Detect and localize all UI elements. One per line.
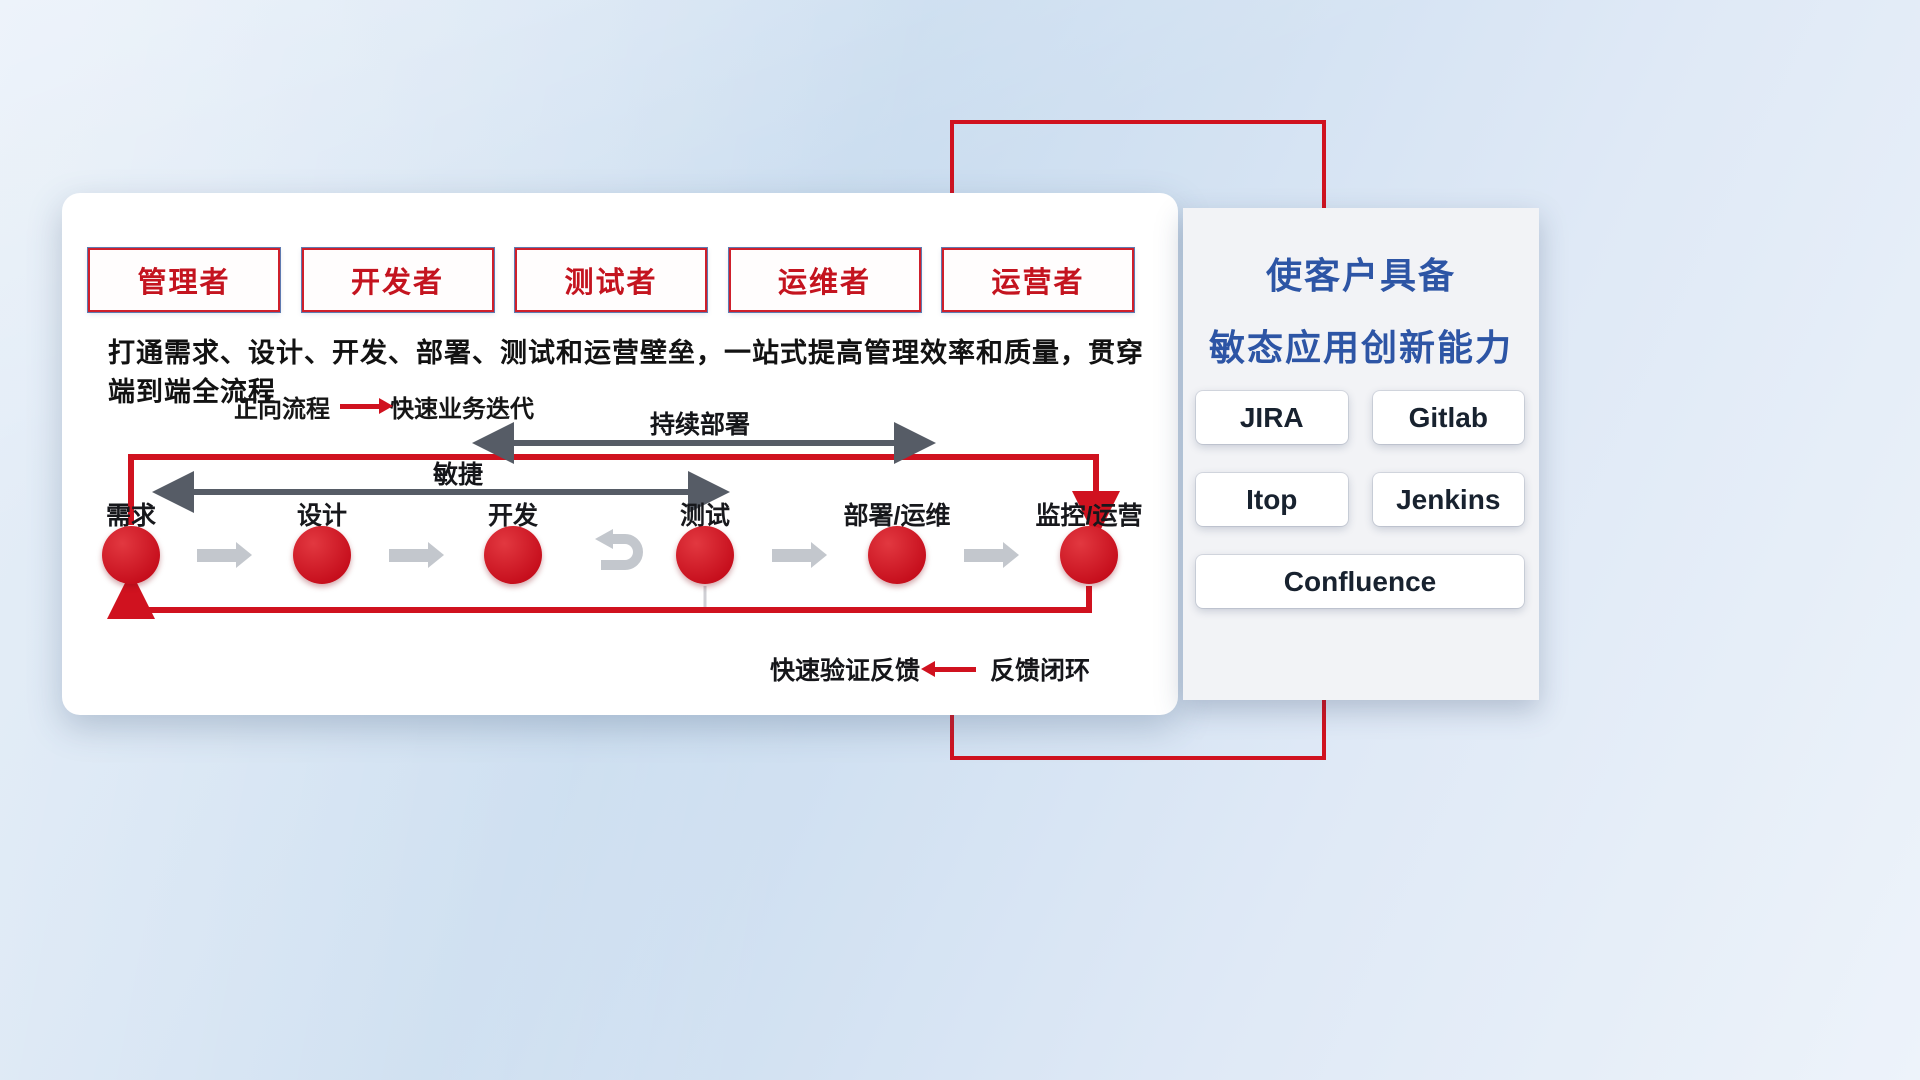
tool-card-itop: Itop	[1196, 473, 1348, 526]
role-row: 管理者 开发者 测试者 运维者 运营者	[88, 248, 1134, 312]
red-right-arrow-icon	[340, 398, 393, 414]
stage-node-requirements	[102, 526, 160, 584]
flow-arrow-icon	[389, 542, 444, 568]
tool-card-gitlab: Gitlab	[1372, 391, 1524, 444]
stage-label-deploy-ops: 部署/运维	[843, 502, 951, 530]
panel-title-line2: 敏态应用创新能力	[1208, 327, 1513, 368]
role-label: 运维者	[777, 267, 871, 299]
flow-arrow-icon	[772, 542, 827, 568]
legend-forward-label: 正向流程	[234, 396, 330, 423]
agile-label: 敏捷	[432, 461, 484, 489]
role-box-tester: 测试者	[515, 248, 707, 312]
tool-card-confluence: Confluence	[1196, 555, 1524, 608]
devops-process-card: 管理者 开发者 测试者 运维者 运营者 打通需求、设计、开发、部署、测试和运营壁…	[62, 193, 1178, 715]
stage-label-design: 设计	[296, 502, 347, 530]
stage-label-development: 开发	[487, 502, 538, 530]
stage-node-testing	[676, 526, 734, 584]
description-text: 打通需求、设计、开发、部署、测试和运营壁垒，一站式提高管理效率和质量，贯穿端到端…	[108, 338, 1144, 407]
capability-panel: 使客户具备 敏态应用创新能力 JIRA Gitlab Itop Jenkins …	[1183, 208, 1539, 700]
role-box-manager: 管理者	[88, 248, 280, 312]
continuous-deploy-label: 持续部署	[649, 411, 751, 439]
stage-label-testing: 测试	[679, 502, 730, 530]
tool-card-jira: JIRA	[1196, 391, 1348, 444]
stage-node-deploy-ops	[868, 526, 926, 584]
iteration-loop-icon	[595, 529, 643, 570]
role-label: 管理者	[137, 267, 231, 299]
role-box-operator: 运营者	[942, 248, 1134, 312]
feedback-loop-line	[107, 571, 1092, 619]
tool-grid: JIRA Gitlab Itop Jenkins Confluence	[1196, 391, 1524, 608]
stage-node-monitor-ops	[1060, 526, 1118, 584]
legend-feedback-label: 快速验证反馈	[770, 657, 921, 685]
stage-node-design	[293, 526, 351, 584]
flow-arrow-icon	[964, 542, 1019, 568]
role-label: 测试者	[564, 267, 658, 299]
stage-node-development	[484, 526, 542, 584]
legend-forward-value: 快速业务迭代	[390, 396, 534, 423]
role-label: 运营者	[991, 267, 1085, 299]
flow-arrow-icon	[197, 542, 252, 568]
stage-label-monitor-ops: 监控/运营	[1035, 502, 1143, 530]
legend-feedback-value: 反馈闭环	[990, 657, 1091, 685]
role-box-developer: 开发者	[301, 248, 494, 312]
stage-label-requirements: 需求	[105, 502, 156, 530]
legend-feedback: 快速验证反馈 反馈闭环	[770, 651, 1090, 687]
legend-forward: 正向流程 快速业务迭代	[234, 389, 534, 424]
red-left-arrow-icon	[921, 660, 977, 677]
panel-title-line1: 使客户具备	[1265, 255, 1456, 296]
panel-title: 使客户具备 敏态应用创新能力	[1183, 208, 1539, 384]
role-box-ops: 运维者	[728, 248, 921, 312]
role-label: 开发者	[350, 267, 444, 299]
tool-card-jenkins: Jenkins	[1372, 473, 1524, 526]
